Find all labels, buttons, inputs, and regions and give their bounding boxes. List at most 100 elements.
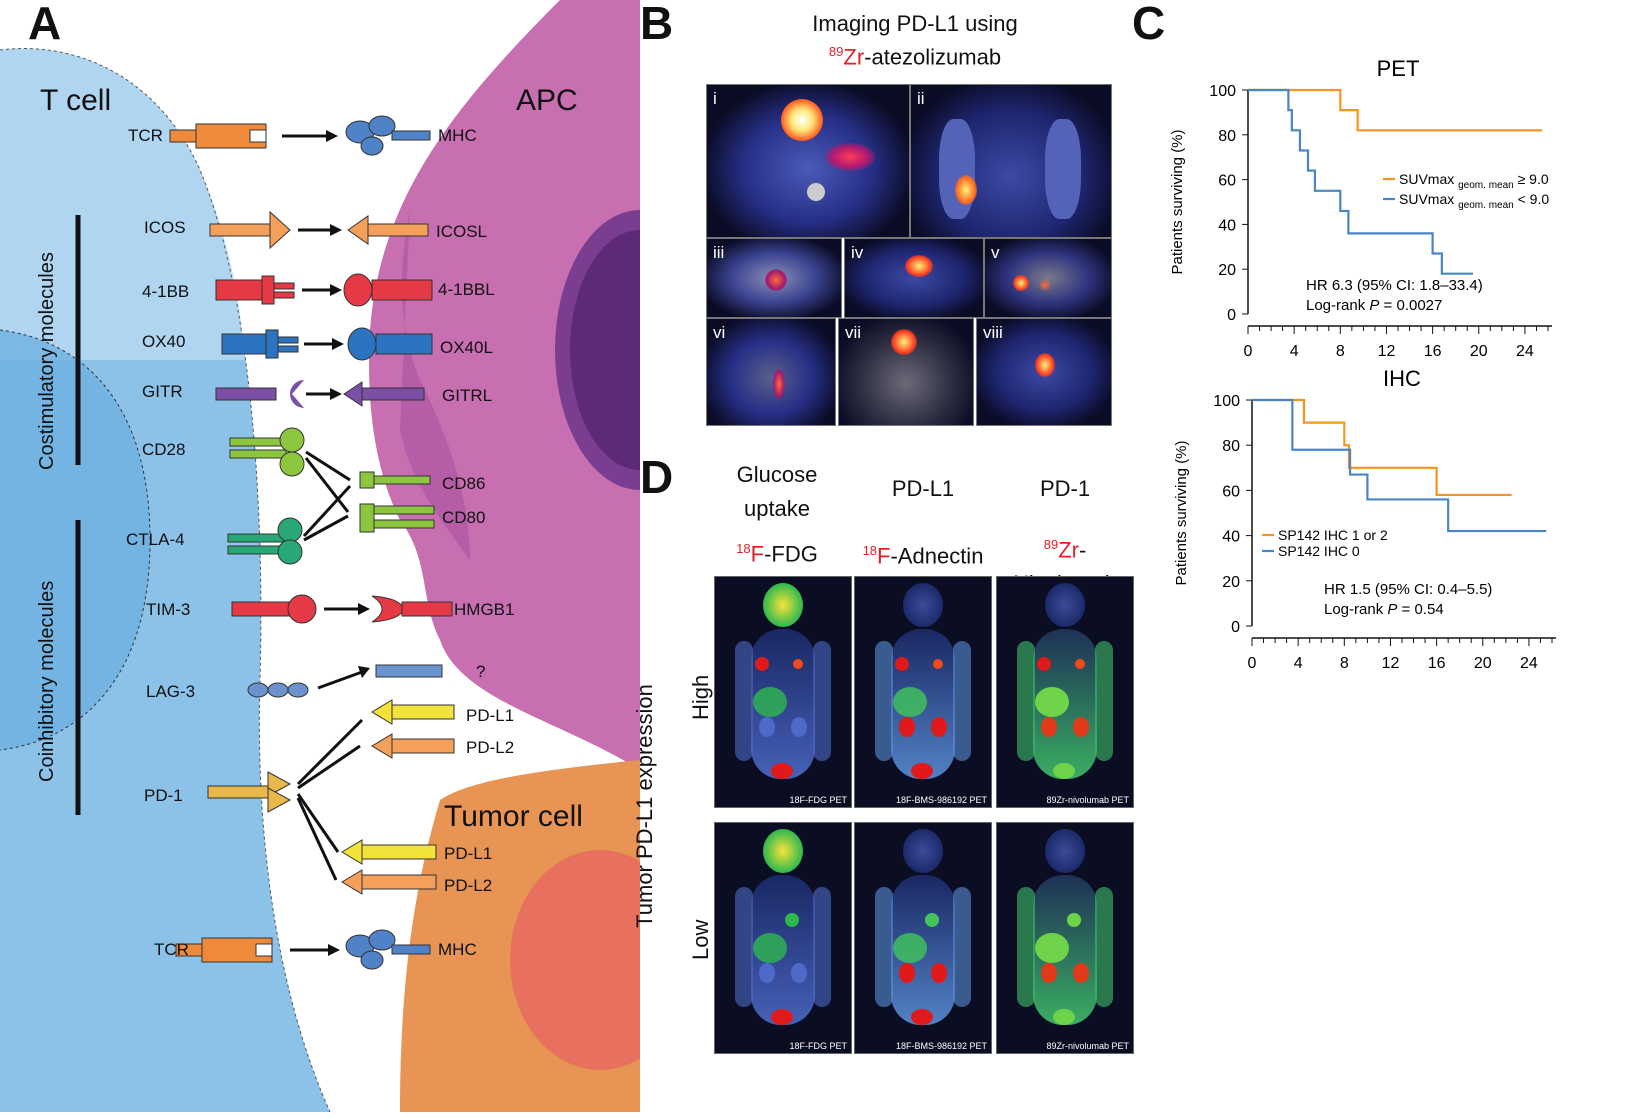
pet-caption: 18F-BMS-986192 PET (895, 1041, 987, 1051)
km-xtick-label-1: 16 (1428, 655, 1446, 672)
col1-header: Glucose uptake 18F-FDG (702, 458, 852, 571)
km-curve-0-0 (1248, 88, 1543, 132)
scan-i-label: i (713, 89, 717, 108)
mol-4-1bb: 4-1BB (142, 282, 190, 301)
row-high-label: High (688, 674, 713, 720)
km-xtick-label-1: 4 (1294, 655, 1303, 672)
km-xtick-label-1: 8 (1340, 655, 1349, 672)
km-xtick-label-1: 12 (1382, 655, 1400, 672)
panel-b: B Imaging PD-L1 using 89Zr-atezolizumab … (640, 0, 1130, 440)
km-legend-label-0-1: SUVmax geom. mean < 9.0 (1399, 191, 1549, 211)
scan-vii: vii (838, 318, 974, 426)
mol-tcr-bottom: TCR (154, 940, 189, 959)
km-legend-label-0-0: SUVmax geom. mean ≥ 9.0 (1399, 171, 1549, 191)
km-xtick-label-0: 4 (1290, 343, 1299, 360)
panel-c-letter: C (1132, 0, 1166, 49)
col1-head-line2: uptake (743, 496, 811, 521)
scan-ii: ii (910, 84, 1112, 238)
scan-vi-label: vi (713, 323, 726, 342)
title-rest: -atezolizumab (864, 44, 1002, 70)
scan-viii-label: viii (983, 323, 1003, 342)
mol-gitrl: GITRL (442, 386, 493, 405)
km-xtick-label-0: 0 (1244, 343, 1253, 360)
apc-label: APC (516, 84, 578, 117)
4-1bb-pair (215, 273, 433, 307)
mol-ctla-4: CTLA-4 (126, 530, 185, 549)
icos-pair (209, 210, 429, 250)
mol-gitr: GITR (142, 382, 183, 401)
col3-tracer-el: Zr (1058, 537, 1079, 563)
col1-tracer-iso: 18 (736, 541, 751, 556)
ox40-pair (221, 327, 433, 361)
km-logrank-1: Log-rank P = 0.54 (1324, 601, 1444, 618)
km-ytick-label-1: 60 (1222, 483, 1240, 500)
scan-iv-label: iv (851, 243, 864, 262)
mol-ox40l: OX40L (440, 338, 493, 357)
km-ytick-label-1: 80 (1222, 438, 1240, 455)
mol-pd-1: PD-1 (144, 786, 183, 805)
pet-scan-low-2: 18F-BMS-986192 PET (854, 822, 992, 1054)
panel-a-letter: A (28, 0, 62, 49)
ctla-4-receptor (227, 517, 303, 565)
panel-a: A T cell APC Tumor cell Costimulatory mo… (0, 0, 725, 1113)
lag-3-receptor (247, 664, 443, 698)
col2-tracer-rest: -Adnectin (890, 543, 984, 569)
col1-head-line1: Glucose (736, 462, 818, 487)
scan-iv: iv (844, 238, 984, 318)
pet-caption: 18F-BMS-986192 PET (895, 795, 987, 805)
km-xtick-label-0: 24 (1516, 343, 1534, 360)
km-ytick-label-1: 100 (1213, 393, 1240, 410)
mol-4-1bbl: 4-1BBL (438, 280, 495, 299)
km-ytick-label-0: 100 (1209, 83, 1236, 100)
scan-iii-label: iii (713, 243, 725, 262)
scan-vi: vi (706, 318, 836, 426)
col1-tracer-rest: -FDG (764, 541, 818, 567)
km-xtick-label-0: 16 (1424, 343, 1442, 360)
gitr-pair (215, 380, 425, 408)
title-isotope: 89 (828, 44, 844, 59)
col2-header: PD-L1 18F-Adnectin (848, 472, 998, 573)
km-hr-0: HR 6.3 (95% CI: 1.8–33.4) (1306, 277, 1483, 294)
km-ytick-label-1: 40 (1222, 529, 1240, 546)
scan-ii-label: ii (917, 89, 925, 108)
col1-tracer-el: F (750, 541, 765, 567)
pet-scan-low-3: 89Zr-nivolumab PET (996, 822, 1134, 1054)
panel-b-title-line2: 89Zr-atezolizumab (770, 38, 1060, 71)
pet-scan-high-2: 18F-BMS-986192 PET (854, 576, 992, 808)
pd-l-ligands-apc (371, 699, 455, 759)
col2-tracer-iso: 18 (862, 543, 878, 558)
km-ytick-label-1: 20 (1222, 574, 1240, 591)
panel-b-title-line1: Imaging PD-L1 using (812, 11, 1018, 36)
mol-cd28: CD28 (142, 440, 186, 459)
panel-d-letter: D (640, 451, 674, 503)
row-low-label: Low (688, 919, 713, 960)
col3-head: PD-1 (1039, 476, 1091, 501)
km-ytick-label-0: 60 (1218, 173, 1236, 190)
coinhib-label: Coinhibitory molecules (36, 580, 58, 782)
km-ylabel-0: Patients surviving (%) (1169, 129, 1186, 274)
tcell-label: T cell (40, 84, 112, 117)
km-curve-1-1 (1252, 398, 1547, 533)
km-curve-0-1 (1248, 88, 1473, 275)
panel-b-letter: B (640, 0, 674, 49)
mol-unknown: ? (476, 662, 486, 681)
costim-label: Costimulatory molecules (36, 252, 58, 470)
mol-pd-l1-tumor: PD-L1 (444, 844, 493, 863)
km-xtick-label-0: 8 (1336, 343, 1345, 360)
pet-scan-low-1: 18F-FDG PET (714, 822, 852, 1054)
scan-v-label: v (991, 243, 1000, 262)
panel-a-diagram (0, 0, 725, 1113)
tumor-cell-label: Tumor cell (444, 800, 583, 833)
pet-scan-high-1: 18F-FDG PET (714, 576, 852, 808)
panel-b-title: Imaging PD-L1 using 89Zr-atezolizumab (770, 10, 1060, 71)
mol-cd86: CD86 (442, 474, 486, 493)
cd86-cd80-ligands (302, 450, 435, 542)
km-ylabel-1: Patients surviving (%) (1173, 440, 1190, 585)
scan-viii: viii (976, 318, 1112, 426)
mol-mhc-bottom: MHC (438, 940, 477, 959)
cd28-receptor (229, 427, 305, 477)
col3-tracer-iso: 89 (1043, 537, 1059, 552)
km-ytick-label-0: 40 (1218, 217, 1236, 234)
km-ytick-label-1: 0 (1231, 619, 1240, 636)
